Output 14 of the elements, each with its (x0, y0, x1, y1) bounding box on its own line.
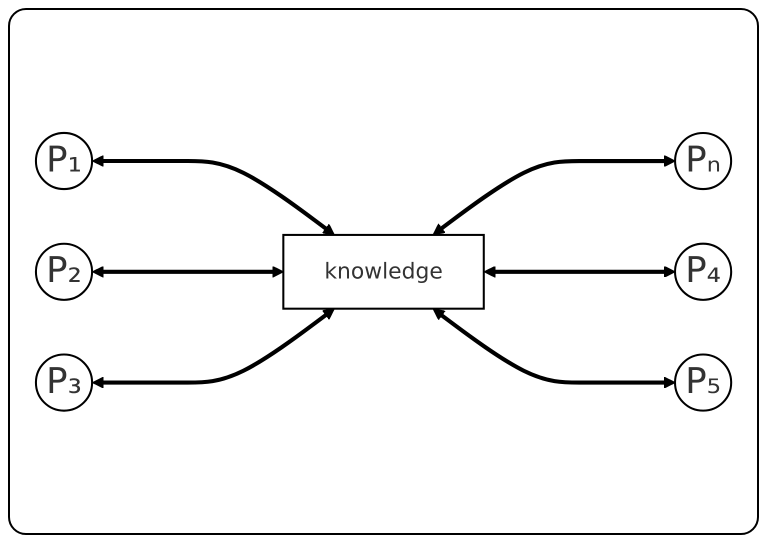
frame-border: P₁ P₂ knowledge Pₙ P₃ P₄ P₅ (8, 8, 759, 535)
node-box (282, 234, 485, 310)
node-circle (34, 132, 94, 190)
arrow (432, 154, 676, 235)
arrow (484, 265, 676, 278)
node-circle (674, 242, 732, 301)
arrow (92, 265, 284, 278)
node-circle (674, 132, 732, 190)
arrow (92, 308, 335, 388)
node-circle (34, 353, 94, 412)
node-circle (674, 353, 732, 412)
node-circle (34, 242, 94, 301)
arrow (92, 154, 335, 236)
arrow (432, 308, 676, 388)
